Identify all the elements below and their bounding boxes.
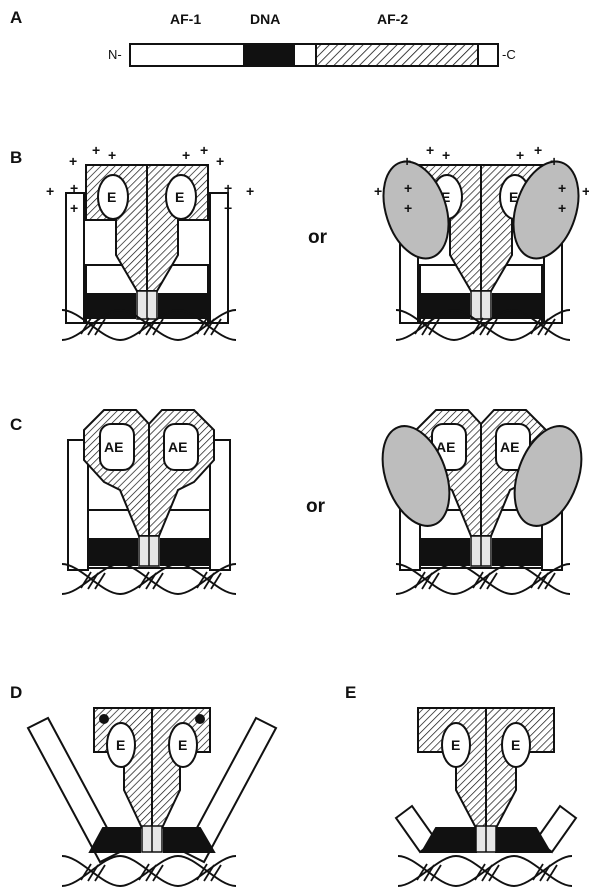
plus-sign: +	[216, 153, 224, 169]
plus-sign: +	[92, 142, 100, 158]
panel-d: D E E	[10, 683, 276, 886]
panel-b: B E E + + + + + + + + + + + + or E E	[10, 142, 589, 340]
plus-sign: +	[224, 180, 232, 196]
plus-sign: +	[70, 180, 78, 196]
receptor-dimer-left: AE AE	[68, 410, 230, 570]
plus-sign: +	[582, 183, 589, 199]
domain-label-af1: AF-1	[170, 11, 201, 27]
ligand-label: AE	[168, 439, 187, 455]
plus-sign: +	[404, 180, 412, 196]
panel-d-letter: D	[10, 683, 22, 702]
plus-sign: +	[404, 200, 412, 216]
plus-sign: +	[442, 147, 450, 163]
plus-sign: +	[550, 153, 558, 169]
receptor-dimer-left: E E	[66, 165, 228, 323]
plus-sign: +	[46, 183, 54, 199]
plus-sign: +	[182, 147, 190, 163]
af1-domain-bar	[130, 44, 244, 66]
ligand-label: E	[451, 737, 460, 753]
phosphorylation-dot	[99, 714, 109, 724]
c-terminus-label: -C	[502, 47, 516, 62]
ligand-label: AE	[500, 439, 519, 455]
plus-sign: +	[374, 183, 382, 199]
plus-sign: +	[224, 200, 232, 216]
plus-sign: +	[516, 147, 524, 163]
ligand-label: E	[116, 737, 125, 753]
domain-label-af2: AF-2	[377, 11, 408, 27]
panel-c-letter: C	[10, 415, 22, 434]
dna-helix	[62, 856, 236, 886]
panel-a-letter: A	[10, 8, 22, 27]
plus-sign: +	[534, 142, 542, 158]
panel-e: E E E	[345, 683, 576, 886]
plus-sign: +	[558, 180, 566, 196]
af2-domain-bar	[316, 44, 478, 66]
ligand-label: E	[175, 189, 184, 205]
ligand-label: E	[511, 737, 520, 753]
ligand-label: E	[107, 189, 116, 205]
plus-sign: +	[246, 183, 254, 199]
plus-sign: +	[108, 147, 116, 163]
dna-binding-domain-bar	[244, 44, 294, 66]
hinge-bar	[294, 44, 316, 66]
plus-sign: +	[426, 142, 434, 158]
phosphorylation-dot	[195, 714, 205, 724]
domain-label-dna: DNA	[250, 11, 280, 27]
panel-b-letter: B	[10, 148, 22, 167]
c-terminal-bar	[478, 44, 498, 66]
or-label: or	[308, 227, 328, 248]
ligand-label: E	[178, 737, 187, 753]
or-label: or	[306, 496, 326, 517]
plus-sign: +	[70, 200, 78, 216]
panel-a: A AF-1 DNA AF-2 N- -C	[10, 8, 516, 66]
ligand-label: AE	[104, 439, 123, 455]
plus-sign: +	[403, 153, 411, 169]
plus-sign: +	[558, 200, 566, 216]
plus-sign: +	[200, 142, 208, 158]
n-terminus-label: N-	[108, 47, 122, 62]
panel-c: C AE AE or AE AE	[10, 410, 589, 594]
plus-sign: +	[69, 153, 77, 169]
panel-e-letter: E	[345, 683, 356, 702]
dna-helix	[398, 856, 572, 886]
